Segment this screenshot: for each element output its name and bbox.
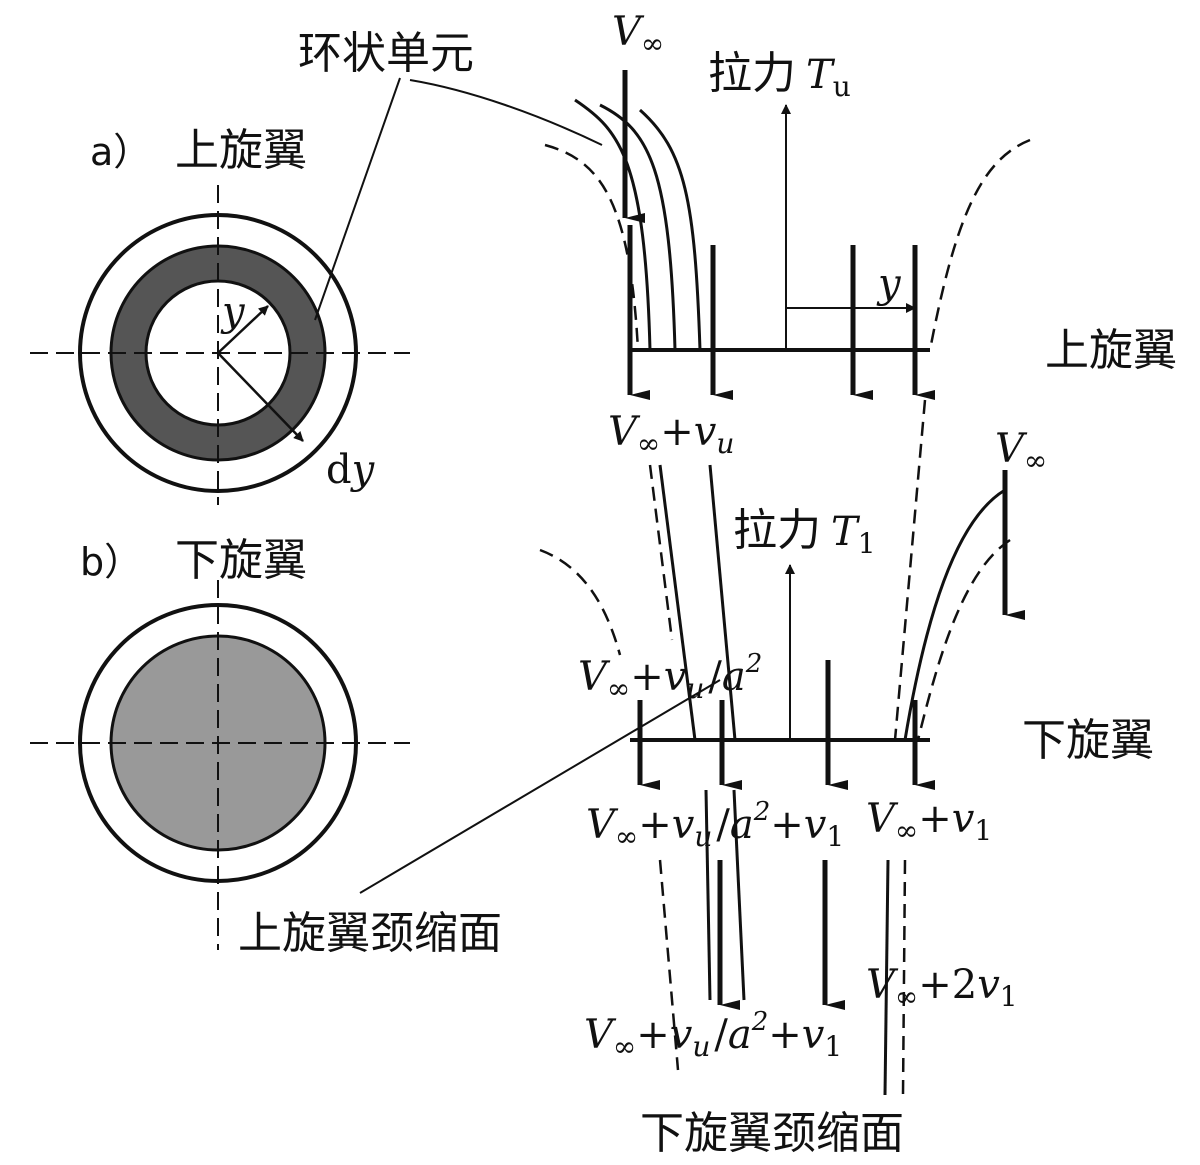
upper-y-label: y [876, 261, 902, 307]
panel-b-title: 下旋翼 [175, 535, 307, 586]
lower-rotor-label: 下旋翼 [1022, 715, 1154, 766]
dy-label: dy [326, 447, 376, 493]
annulus-leader-line [314, 77, 401, 321]
lower-slipstream [658, 789, 907, 1096]
radius-y-arrow [217, 305, 269, 354]
lower-exit-velocity-inner: V∞+vu/a2+v1 [586, 797, 844, 853]
far-wake-velocity-outer: V∞+2v1 [866, 962, 1018, 1013]
radius-dy-arrow [217, 352, 304, 442]
lower-exit-velocity-outer: V∞+v1 [866, 796, 992, 847]
upper-inflow-streamlines [544, 98, 1031, 351]
v-inf-right: V∞ [995, 426, 1047, 477]
upper-exit-velocity: V∞+vu [608, 409, 734, 460]
upper-contracted-label: 上旋翼颈缩面 [238, 908, 502, 959]
panel-a-title: 上旋翼 [175, 125, 307, 176]
v-inf-top: V∞ [612, 9, 664, 60]
lower-contracted-label: 下旋翼颈缩面 [640, 1108, 904, 1159]
upper-rotor-label: 上旋翼 [1045, 325, 1177, 376]
radius-y-label: y [220, 289, 246, 335]
far-wake-velocity-inner: V∞+vu/a2+v1 [584, 1007, 842, 1063]
upper-velocity-arrows [622, 70, 935, 400]
lower-velocity-arrows [637, 470, 1025, 1010]
lower-rotor-disk [30, 580, 410, 950]
lower-inlet-velocity: V∞+vu/a2 [578, 649, 762, 705]
upper-slipstream [648, 399, 927, 741]
panel-b-letter: b） [80, 540, 142, 584]
upper-contracted-leader [359, 679, 721, 894]
upper-rotor-disk [30, 185, 410, 505]
annulus-label: 环状单元 [298, 28, 474, 79]
lower-inflow-streamlines [539, 488, 1011, 741]
panel-a-letter: a） [90, 130, 151, 174]
